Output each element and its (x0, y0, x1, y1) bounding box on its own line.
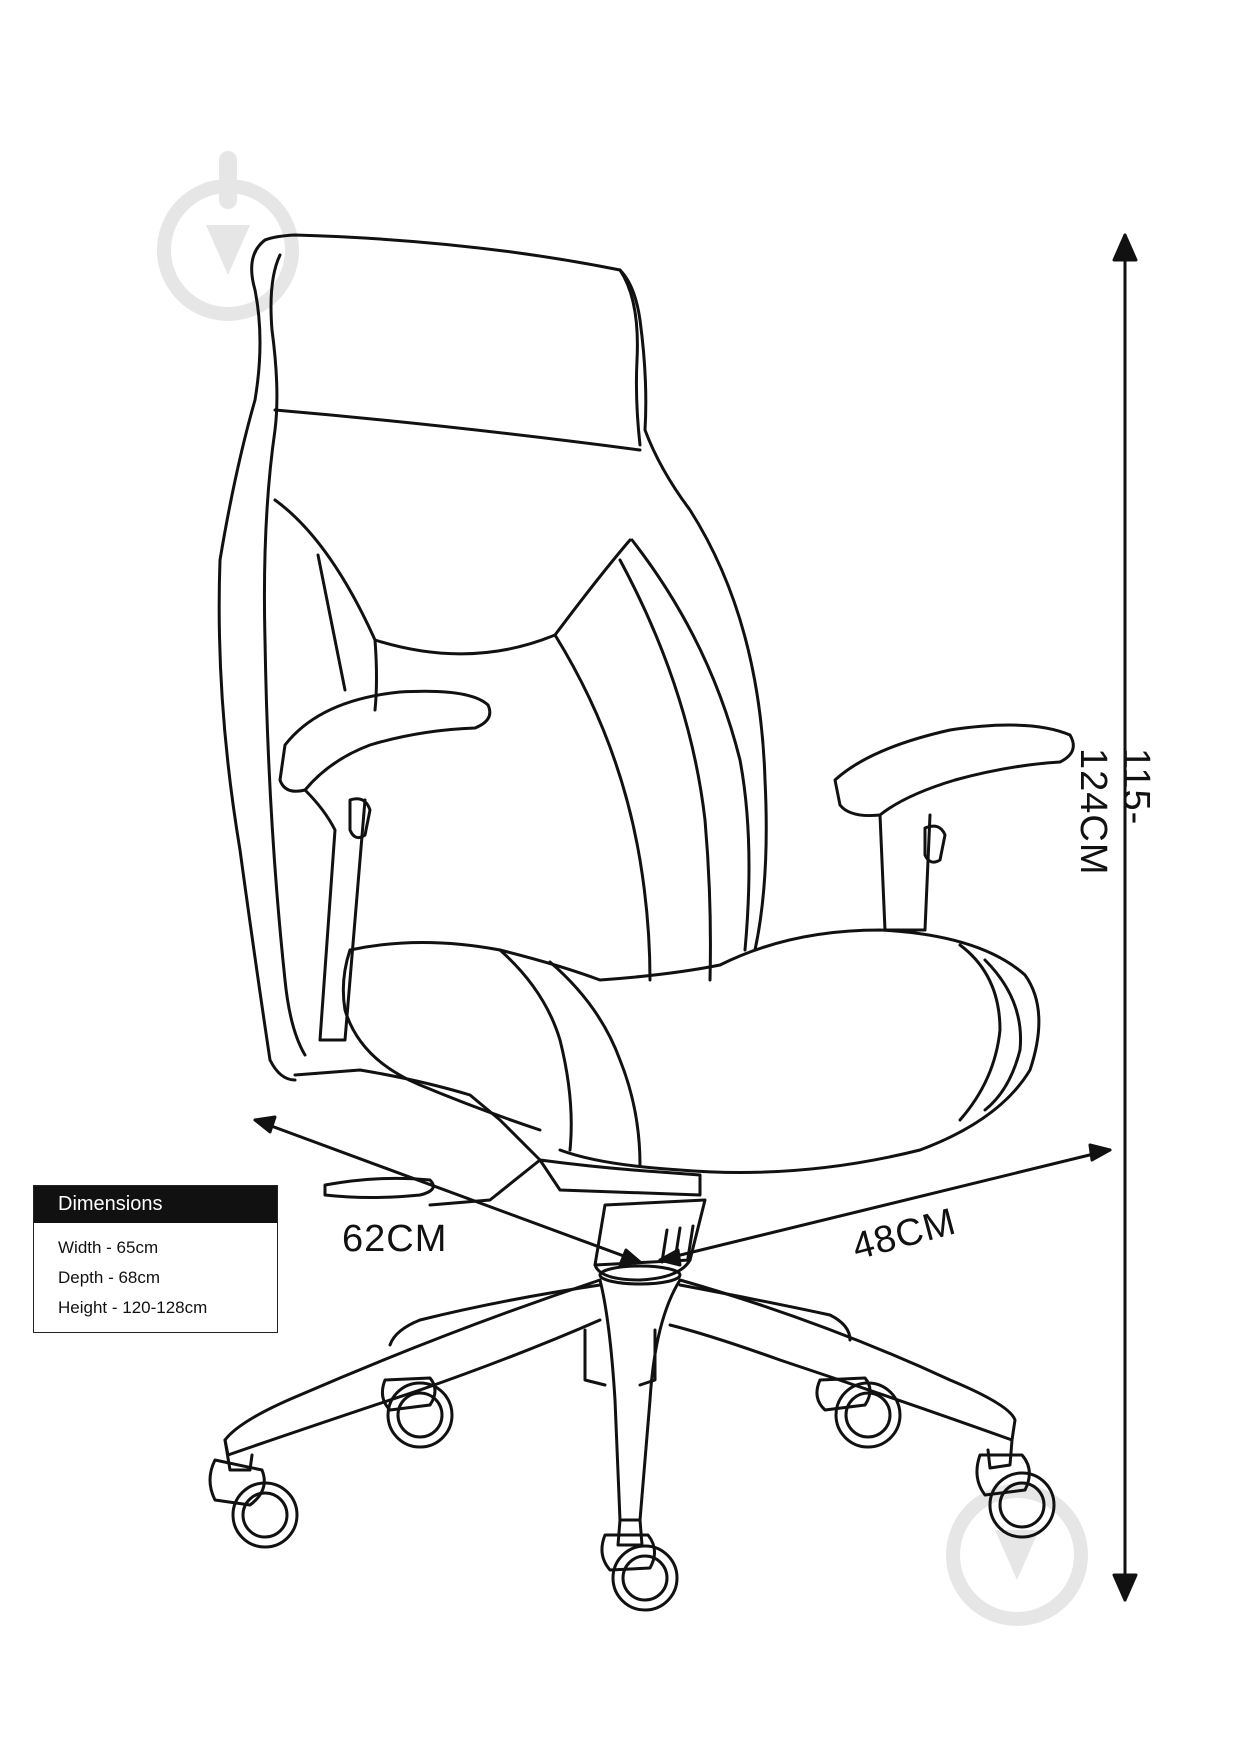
base-leg-rear-center-2 (638, 1328, 657, 1387)
left-armrest-pad (278, 689, 492, 793)
base-leg-left-front (223, 1278, 602, 1457)
caster-front-left (208, 1458, 299, 1549)
dimensions-box: Dimensions Width - 65cm Depth - 68cm Hei… (33, 1185, 278, 1333)
height-label: 115-124CM (1072, 748, 1157, 876)
dimension-row-width: Width - 65cm (58, 1238, 159, 1257)
left-armrest-knob (348, 797, 372, 840)
watermark-pin-icon-2 (946, 1484, 1088, 1626)
back-panel-left (316, 553, 347, 692)
back-panel-right (630, 538, 751, 952)
base-leg-left-rear (388, 1283, 602, 1347)
caster-front-right (975, 1453, 1056, 1539)
headrest-bottom-seam (273, 408, 642, 452)
height-arrow (1112, 233, 1138, 1602)
backrest-outer (217, 238, 297, 1082)
left-armrest-support (303, 788, 367, 1042)
caster-stem-front (616, 1518, 644, 1547)
seat-center-stripe-left (498, 948, 573, 1152)
back-panel-center-right (618, 558, 712, 982)
right-armrest-knob (923, 824, 947, 864)
lumbar-top-curve (273, 498, 632, 656)
seat-center-stripe-right (548, 960, 642, 1167)
caster-rear-right (815, 1376, 902, 1449)
right-armrest-pad (833, 723, 1075, 817)
seat-left-bolster (341, 948, 542, 1132)
caster-rear-left (380, 1376, 454, 1449)
depth-arrow (253, 1115, 642, 1267)
watermark-pin-icon (157, 151, 299, 321)
caster-front-center (600, 1533, 679, 1612)
seat-right-bolster (958, 943, 1002, 1122)
dimension-row-depth: Depth - 68cm (58, 1268, 161, 1287)
dimension-row-height: Height - 120-128cm (58, 1298, 208, 1317)
back-panel-center-left (553, 633, 652, 982)
backrest-headrest (263, 233, 768, 952)
base-leg-right-front (668, 1278, 1017, 1442)
headrest-right-edge (618, 268, 642, 447)
seat-mechanism (293, 1068, 542, 1207)
cylinder-rib-1 (660, 1228, 669, 1264)
dimensions-list: Width - 65cm Depth - 68cm Height - 120-1… (34, 1223, 277, 1323)
base-leg-rear-center (583, 1328, 607, 1387)
seat-right-bolster-inner (983, 958, 1023, 1112)
base-hub (598, 1264, 682, 1286)
dimensions-title: Dimensions (34, 1186, 277, 1223)
tilt-lever (323, 1176, 435, 1199)
back-panel-lower (373, 638, 378, 712)
caster-stem-right (986, 1438, 1014, 1470)
base-center-column (598, 1278, 682, 1522)
depth-label: 62CM (342, 1218, 448, 1260)
seat-top (348, 928, 1041, 1174)
right-armrest-support (878, 813, 932, 932)
caster-stem-left (223, 1438, 254, 1472)
mechanism-plate (538, 1158, 702, 1197)
backrest-inner-edge (262, 253, 307, 1057)
width-arrow (658, 1143, 1112, 1267)
base-leg-right-rear (678, 1283, 852, 1342)
